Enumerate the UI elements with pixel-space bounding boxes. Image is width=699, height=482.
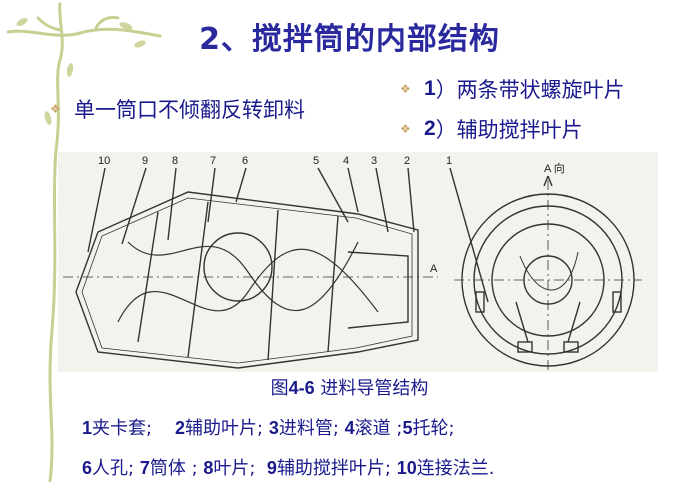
drawing-label: 7 (210, 155, 216, 167)
legend-number: 1 (82, 418, 93, 438)
diamond-bullet-icon: ❖ (400, 122, 411, 136)
legend-text: 滚道 ; (354, 418, 403, 439)
legend-text: 叶片; (213, 458, 256, 479)
legend-number: 4 (344, 418, 355, 438)
legend-text: 连接法兰. (416, 458, 495, 479)
bullet-spiral-blades: ❖ 1 ）两条带状螺旋叶片 (400, 74, 625, 104)
drawing-label: 2 (404, 155, 410, 167)
drawing-label: 6 (242, 155, 248, 167)
bullet-text: ）两条带状螺旋叶片 (435, 78, 625, 102)
drawing-label: 5 (313, 155, 319, 167)
legend-number: 3 (268, 418, 279, 438)
diamond-bullet-icon: ❖ (400, 82, 411, 96)
caption-text: 进料导管结构 (314, 378, 429, 399)
legend-number: 5 (402, 418, 413, 438)
legend-text: 夹卡套; (92, 418, 153, 439)
legend-text: 人孔; (92, 458, 135, 479)
drawing-label: 1 (446, 155, 452, 167)
drawing-label: 10 (98, 155, 110, 167)
parts-legend-line-2: 6人孔; 7筒体 ; 8叶片; 9辅助搅拌叶片; 10连接法兰. (82, 454, 495, 480)
legend-number: 10 (396, 458, 417, 478)
legend-text: 辅助搅拌叶片; (276, 458, 392, 479)
bullet-aux-blades: ❖ 2 ）辅助搅拌叶片 (400, 114, 583, 144)
drum-drawing-svg: 10 9 8 7 6 5 4 3 2 1 A 向 A (63, 155, 642, 374)
bullet-single-outlet: ❖ 单一筒口不倾翻反转卸料 (50, 94, 305, 124)
drawing-label: 4 (343, 155, 349, 167)
legend-text: 筒体 ; (149, 458, 198, 479)
legend-number: 2 (174, 418, 185, 438)
drawing-label: 9 (142, 155, 148, 167)
legend-text: 辅助叶片; (185, 418, 264, 439)
bullet-number: 2 (424, 117, 436, 140)
mixing-drum-drawing: 10 9 8 7 6 5 4 3 2 1 A 向 A (58, 152, 658, 374)
parts-legend-line-1: 1夹卡套; 2辅助叶片; 3进料管; 4滚道 ;5托轮; (82, 414, 455, 440)
bullet-text: 单一筒口不倾翻反转卸料 (74, 98, 305, 122)
page-title: 2、搅拌筒的内部结构 (199, 22, 500, 57)
drawing-label: 3 (371, 155, 377, 167)
legend-number: 8 (203, 458, 214, 478)
diamond-bullet-icon: ❖ (50, 102, 61, 116)
figure-caption: 图4-6 进料导管结构 (0, 374, 699, 400)
drawing-label: 8 (172, 155, 178, 167)
drawing-view-label: A 向 (544, 161, 565, 175)
legend-number: 9 (266, 458, 277, 478)
caption-prefix: 图 (270, 378, 289, 399)
bullet-number: 1 (424, 77, 436, 100)
drawing-axis-label: A (430, 263, 438, 275)
caption-number: 4-6 (288, 378, 315, 398)
legend-number: 7 (139, 458, 150, 478)
legend-text: 进料管; (278, 418, 339, 439)
bullet-text: ）辅助搅拌叶片 (435, 118, 583, 142)
legend-number: 6 (82, 458, 93, 478)
legend-text: 托轮; (412, 418, 455, 439)
